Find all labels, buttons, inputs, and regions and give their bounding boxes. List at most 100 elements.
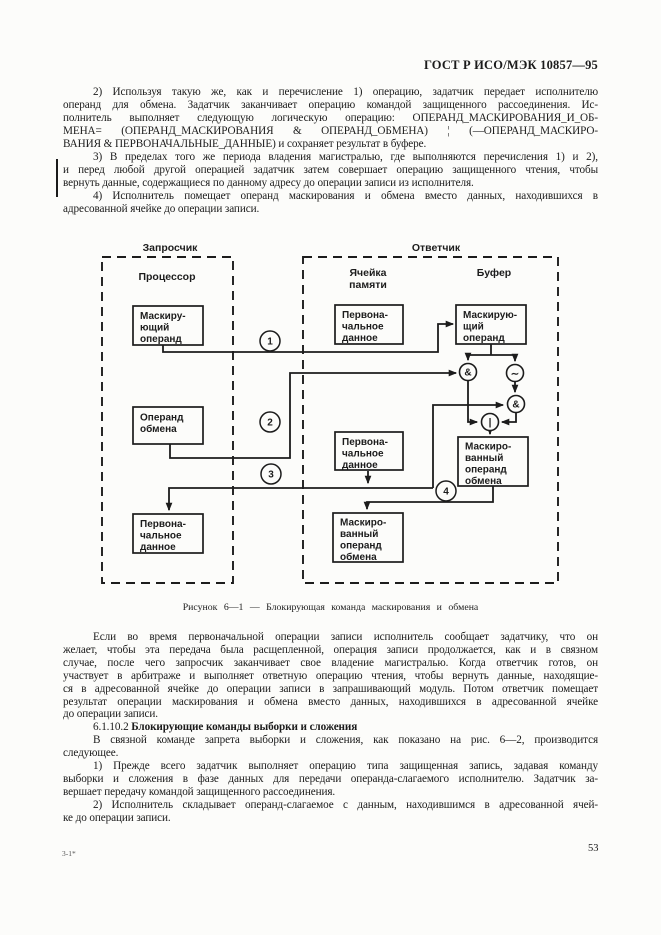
printer-signature: 3-1* (62, 849, 76, 858)
box-label: обмена (465, 475, 502, 487)
box-label: Маскиро- (465, 442, 511, 453)
or-gate-symbol: | (489, 418, 492, 429)
box-label: операнд (140, 334, 182, 345)
transfer-4-wire (363, 486, 494, 511)
text-line: Если во время первоначальной операции за… (93, 631, 598, 643)
transfer-3-wire (165, 487, 433, 512)
box-label: Маскирую- (463, 310, 517, 321)
memory-cell-label: Ячейка (349, 267, 386, 279)
box-label: данное (140, 542, 176, 553)
figure-gates: & ∼ & | (458, 362, 526, 432)
processor-original-data-box (132, 513, 204, 554)
buffer-mask-operand-box (455, 304, 527, 345)
standard-reference: ГОСТ Р ИСО/МЭК 10857—95 (423, 58, 598, 72)
text-line: до операции записи. (63, 708, 159, 721)
box-label: обмена (140, 423, 177, 435)
transfer-1-marker (259, 330, 281, 352)
transfer-1-wire (162, 320, 455, 353)
transfer-1-number: 1 (267, 337, 273, 348)
not-gate-icon (505, 363, 525, 383)
box-label: ванный (340, 529, 378, 540)
text-line: операнд для обмена. Задатчик заканчивает… (63, 99, 598, 111)
text-line: адресованной ячейке до операции записи. (63, 203, 260, 215)
figure-wires (162, 320, 519, 512)
box-label: Маскиру- (140, 311, 186, 322)
and-gate2-symbol: & (512, 400, 519, 411)
responder-label: Ответчик (412, 242, 461, 254)
box-label: чальное (342, 449, 384, 460)
text-line: вершает передачу командой защищенного ра… (63, 785, 336, 798)
original-data-to-and2-wire (432, 401, 505, 488)
not-gate-symbol: ∼ (511, 369, 519, 380)
section-heading-title: Блокирующие команды выборки и сложения (131, 721, 358, 734)
figure-caption: Рисунок 6—1 — Блокирующая команда маскир… (182, 602, 479, 613)
requester-label: Запросчик (143, 242, 199, 254)
box-label: операнд (340, 541, 382, 552)
text-line: ке до операции записи. (63, 811, 171, 824)
memory-original-data-box-low (334, 431, 404, 471)
transfer-4-marker (435, 480, 457, 502)
transfer-2-wire (169, 369, 458, 459)
processor-swap-operand-box (132, 406, 204, 445)
transfer-2-number: 2 (267, 418, 273, 429)
transfer-3-number: 3 (268, 470, 274, 481)
memory-original-data-box-top (334, 304, 404, 345)
page-number: 53 (588, 843, 599, 854)
box-label: операнд (465, 465, 507, 476)
requester-frame (101, 256, 234, 584)
and-gate-icon (458, 362, 478, 382)
box-label: данное (342, 333, 378, 344)
memory-cell-label-2: памяти (349, 279, 387, 291)
box-label: чальное (342, 322, 384, 333)
section-heading: 6.1.10.2 Блокирующие команды выборки и с… (63, 721, 598, 734)
text-line: случае, после чего запросчик заканчивает… (63, 656, 598, 669)
memory-masked-swap-operand-box (332, 512, 404, 563)
text-line: полнитель выполняет следующую логическую… (63, 112, 598, 124)
text-line: 3) В пределах того же периода владения м… (93, 151, 598, 163)
box-label: Первона- (140, 519, 186, 530)
box-label: Первона- (342, 437, 388, 448)
text-line: 4) Исполнитель помещает операнд маскиров… (93, 190, 598, 202)
box-label: щий (463, 322, 484, 333)
text-line: 2) Исполнитель складывает операнд-слагае… (93, 798, 598, 811)
text-line: ВАНИЯ & ПЕРВОНАЧАЛЬНЫЕ_ДАННЫЕ) и сохраня… (63, 138, 427, 150)
transfer-3-marker (260, 463, 282, 485)
text-line: результат операции маскирования и обмена… (63, 695, 598, 708)
text-line: следующее. (63, 747, 119, 760)
responder-frame (302, 256, 559, 584)
box-label: Первона- (342, 310, 388, 321)
text-line: участвует в арбитраже и выполняет ответн… (63, 669, 598, 682)
box-label: операнд (463, 333, 505, 344)
buffer-masked-swap-operand-box (457, 436, 529, 487)
figure-transfer-markers: 1 2 3 4 (259, 330, 457, 502)
body-text-bottom: Если во время первоначальной операции за… (63, 631, 598, 825)
box-label: ющий (140, 323, 169, 334)
text-line: В связной команде запрета выборки и слож… (93, 734, 598, 747)
box-label: ванный (465, 453, 503, 464)
body-text-top: 2) Используя такую же, как и перечислени… (63, 86, 598, 216)
and-gate2-icon (506, 394, 526, 414)
text-line: 2) Используя такую же, как и перечислени… (93, 86, 598, 98)
and-gate-symbol: & (464, 368, 471, 379)
text-line: МЕНА= (ОПЕРАНД_МАСКИРОВАНИЯ & ОПЕРАНД_ОБ… (63, 125, 598, 137)
box-label: Операнд (140, 413, 184, 424)
text-line: выборки и сложения в фазе данных для пер… (63, 772, 598, 785)
transfer-2-marker (259, 411, 281, 433)
processor-mask-operand-box (132, 305, 204, 346)
processor-label: Процессор (138, 271, 195, 283)
section-heading-number: 6.1.10.2 (93, 721, 132, 734)
and1-to-or-wire (467, 381, 479, 426)
text-line: и перед любой другой операцией задатчик … (63, 164, 598, 176)
text-line: желает, чтобы эта передача была расщепле… (63, 643, 598, 656)
change-bar (56, 159, 58, 197)
figure-boxes: Маскиру- ющий операнд Операнд обмена Пер… (132, 304, 529, 563)
text-line: 1) Прежде всего задатчик выполняет опера… (93, 760, 598, 773)
or-gate-icon (480, 412, 500, 432)
text-line: ся в адресованной ячейке до операции зап… (63, 682, 598, 695)
box-label: Маскиро- (340, 518, 386, 529)
box-label: чальное (140, 531, 182, 542)
text-line: вернуть данные, содержащиеся по данному … (63, 177, 474, 189)
buffer-label: Буфер (477, 267, 511, 279)
box-label: данное (342, 460, 378, 471)
